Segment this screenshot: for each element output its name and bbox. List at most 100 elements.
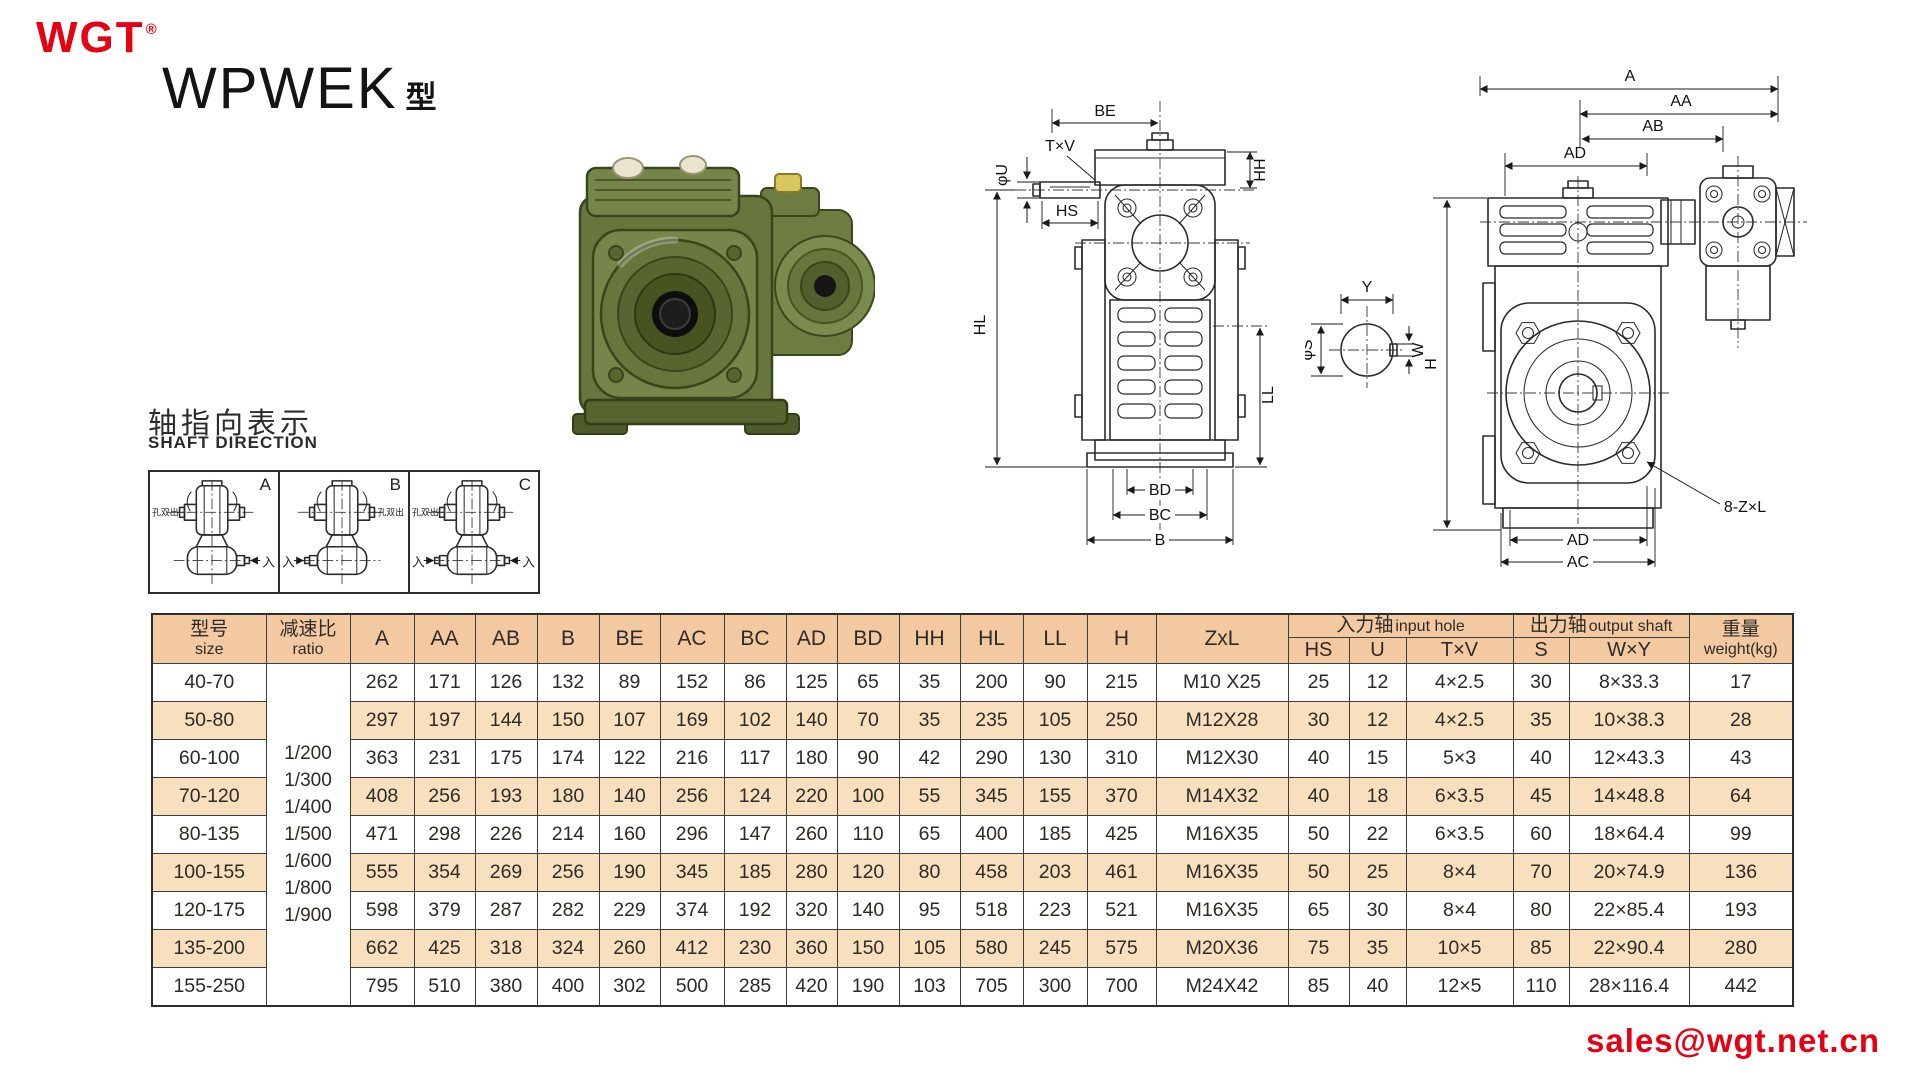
cell-70-120-BE: 140 <box>598 777 661 816</box>
dim-label-phi-u: φU <box>994 164 1011 186</box>
cell-100-155-ZxL: M16X35 <box>1155 853 1289 892</box>
col-header-HH: HH <box>898 613 961 664</box>
cell-135-200-WxY: 22×90.4 <box>1568 929 1690 968</box>
dim-label-hs: HS <box>1056 203 1078 220</box>
dim-label-b: B <box>1155 532 1166 549</box>
ratio-value: 1/800 <box>284 878 332 899</box>
cell-70-120-AA: 256 <box>413 777 476 816</box>
ratio-value: 1/500 <box>284 824 332 845</box>
cell-50-80-HS: 30 <box>1287 701 1350 740</box>
cell-80-135-H: 425 <box>1086 815 1157 854</box>
cell-80-135-weight: 99 <box>1688 815 1794 854</box>
cell-120-175-BC: 192 <box>723 891 787 930</box>
cell-80-135-AD: 260 <box>785 815 838 854</box>
col-header-B: B <box>536 613 600 664</box>
cell-50-80-HH: 35 <box>898 701 961 740</box>
cell-40-70-AD: 125 <box>785 663 838 702</box>
cell-155-250-AD: 420 <box>785 967 838 1007</box>
cell-100-155-LL: 203 <box>1022 853 1088 892</box>
cell-100-155-size: 100-155 <box>151 853 267 892</box>
cell-100-155-weight: 136 <box>1688 853 1794 892</box>
cell-155-250-HH: 103 <box>898 967 961 1007</box>
cell-50-80-BC: 102 <box>723 701 787 740</box>
cell-40-70-BC: 86 <box>723 663 787 702</box>
cell-50-80-H: 250 <box>1086 701 1157 740</box>
cell-80-135-HS: 50 <box>1287 815 1350 854</box>
cell-100-155-AB: 269 <box>474 853 538 892</box>
cell-155-250-BE: 302 <box>598 967 661 1007</box>
cell-100-155-AC: 345 <box>659 853 725 892</box>
cell-120-175-weight: 193 <box>1688 891 1794 930</box>
cell-135-200-AB: 318 <box>474 929 538 968</box>
cell-120-175-A: 598 <box>349 891 415 930</box>
col-subheader-U: U <box>1348 637 1407 664</box>
cell-120-175-HH: 95 <box>898 891 961 930</box>
shaft-direction-diagram-c: 孔双出 孔双出 入 入 <box>412 479 535 585</box>
cell-135-200-LL: 245 <box>1022 929 1088 968</box>
cell-135-200-HL: 580 <box>959 929 1024 968</box>
cell-40-70-WxY: 8×33.3 <box>1568 663 1690 702</box>
ratio-value: 1/200 <box>284 743 332 764</box>
cell-50-80-ZxL: M12X28 <box>1155 701 1289 740</box>
cell-50-80-AA: 197 <box>413 701 476 740</box>
col-header-HL: HL <box>959 613 1024 664</box>
cell-40-70-S: 30 <box>1512 663 1570 702</box>
cell-135-200-size: 135-200 <box>151 929 267 968</box>
col-header-AB: AB <box>474 613 538 664</box>
cell-80-135-WxY: 18×64.4 <box>1568 815 1690 854</box>
cell-60-100-S: 40 <box>1512 739 1570 778</box>
cell-40-70-HH: 35 <box>898 663 961 702</box>
cell-60-100-LL: 130 <box>1022 739 1088 778</box>
cell-80-135-HL: 400 <box>959 815 1024 854</box>
cell-60-100-AC: 216 <box>659 739 725 778</box>
contact-email[interactable]: sales@wgt.net.cn <box>1586 1022 1880 1059</box>
cell-70-120-ZxL: M14X32 <box>1155 777 1289 816</box>
cell-60-100-AA: 231 <box>413 739 476 778</box>
cell-120-175-BD: 140 <box>836 891 900 930</box>
cell-120-175-HS: 65 <box>1287 891 1350 930</box>
cell-120-175-B: 282 <box>536 891 600 930</box>
cell-100-155-A: 555 <box>349 853 415 892</box>
dim-label-ll: LL <box>1260 386 1277 404</box>
cell-70-120-S: 45 <box>1512 777 1570 816</box>
cell-80-135-A: 471 <box>349 815 415 854</box>
cell-135-200-AA: 425 <box>413 929 476 968</box>
cell-40-70-HS: 25 <box>1287 663 1350 702</box>
svg-text:入: 入 <box>262 554 275 569</box>
cell-80-135-size: 80-135 <box>151 815 267 854</box>
cell-100-155-HL: 458 <box>959 853 1024 892</box>
cell-80-135-ZxL: M16X35 <box>1155 815 1289 854</box>
cell-100-155-S: 70 <box>1512 853 1570 892</box>
cell-135-200-HS: 75 <box>1287 929 1350 968</box>
shaft-direction-letter-b: B <box>389 475 401 494</box>
col-header-ZxL: ZxL <box>1155 613 1289 664</box>
cell-70-120-AB: 193 <box>474 777 538 816</box>
cell-40-70-ZxL: M10 X25 <box>1155 663 1289 702</box>
cell-135-200-ZxL: M20X36 <box>1155 929 1289 968</box>
dim-label-bd: BD <box>1149 482 1171 499</box>
shaft-direction-letter-c: C <box>518 475 531 494</box>
cell-155-250-LL: 300 <box>1022 967 1088 1007</box>
col-header-AD: AD <box>785 613 838 664</box>
shaft-direction-diagram-b: 孔双出 孔双出 入 入 <box>282 479 404 585</box>
cell-70-120-U: 18 <box>1348 777 1407 816</box>
cell-135-200-A: 662 <box>349 929 415 968</box>
cell-50-80-LL: 105 <box>1022 701 1088 740</box>
cell-40-70-AB: 126 <box>474 663 538 702</box>
cell-70-120-WxY: 14×48.8 <box>1568 777 1690 816</box>
cell-70-120-HH: 55 <box>898 777 961 816</box>
input-label-right: 入 <box>495 554 535 569</box>
cell-70-120-HL: 345 <box>959 777 1024 816</box>
cell-70-120-weight: 64 <box>1688 777 1794 816</box>
cell-80-135-TxV: 6×3.5 <box>1405 815 1514 854</box>
